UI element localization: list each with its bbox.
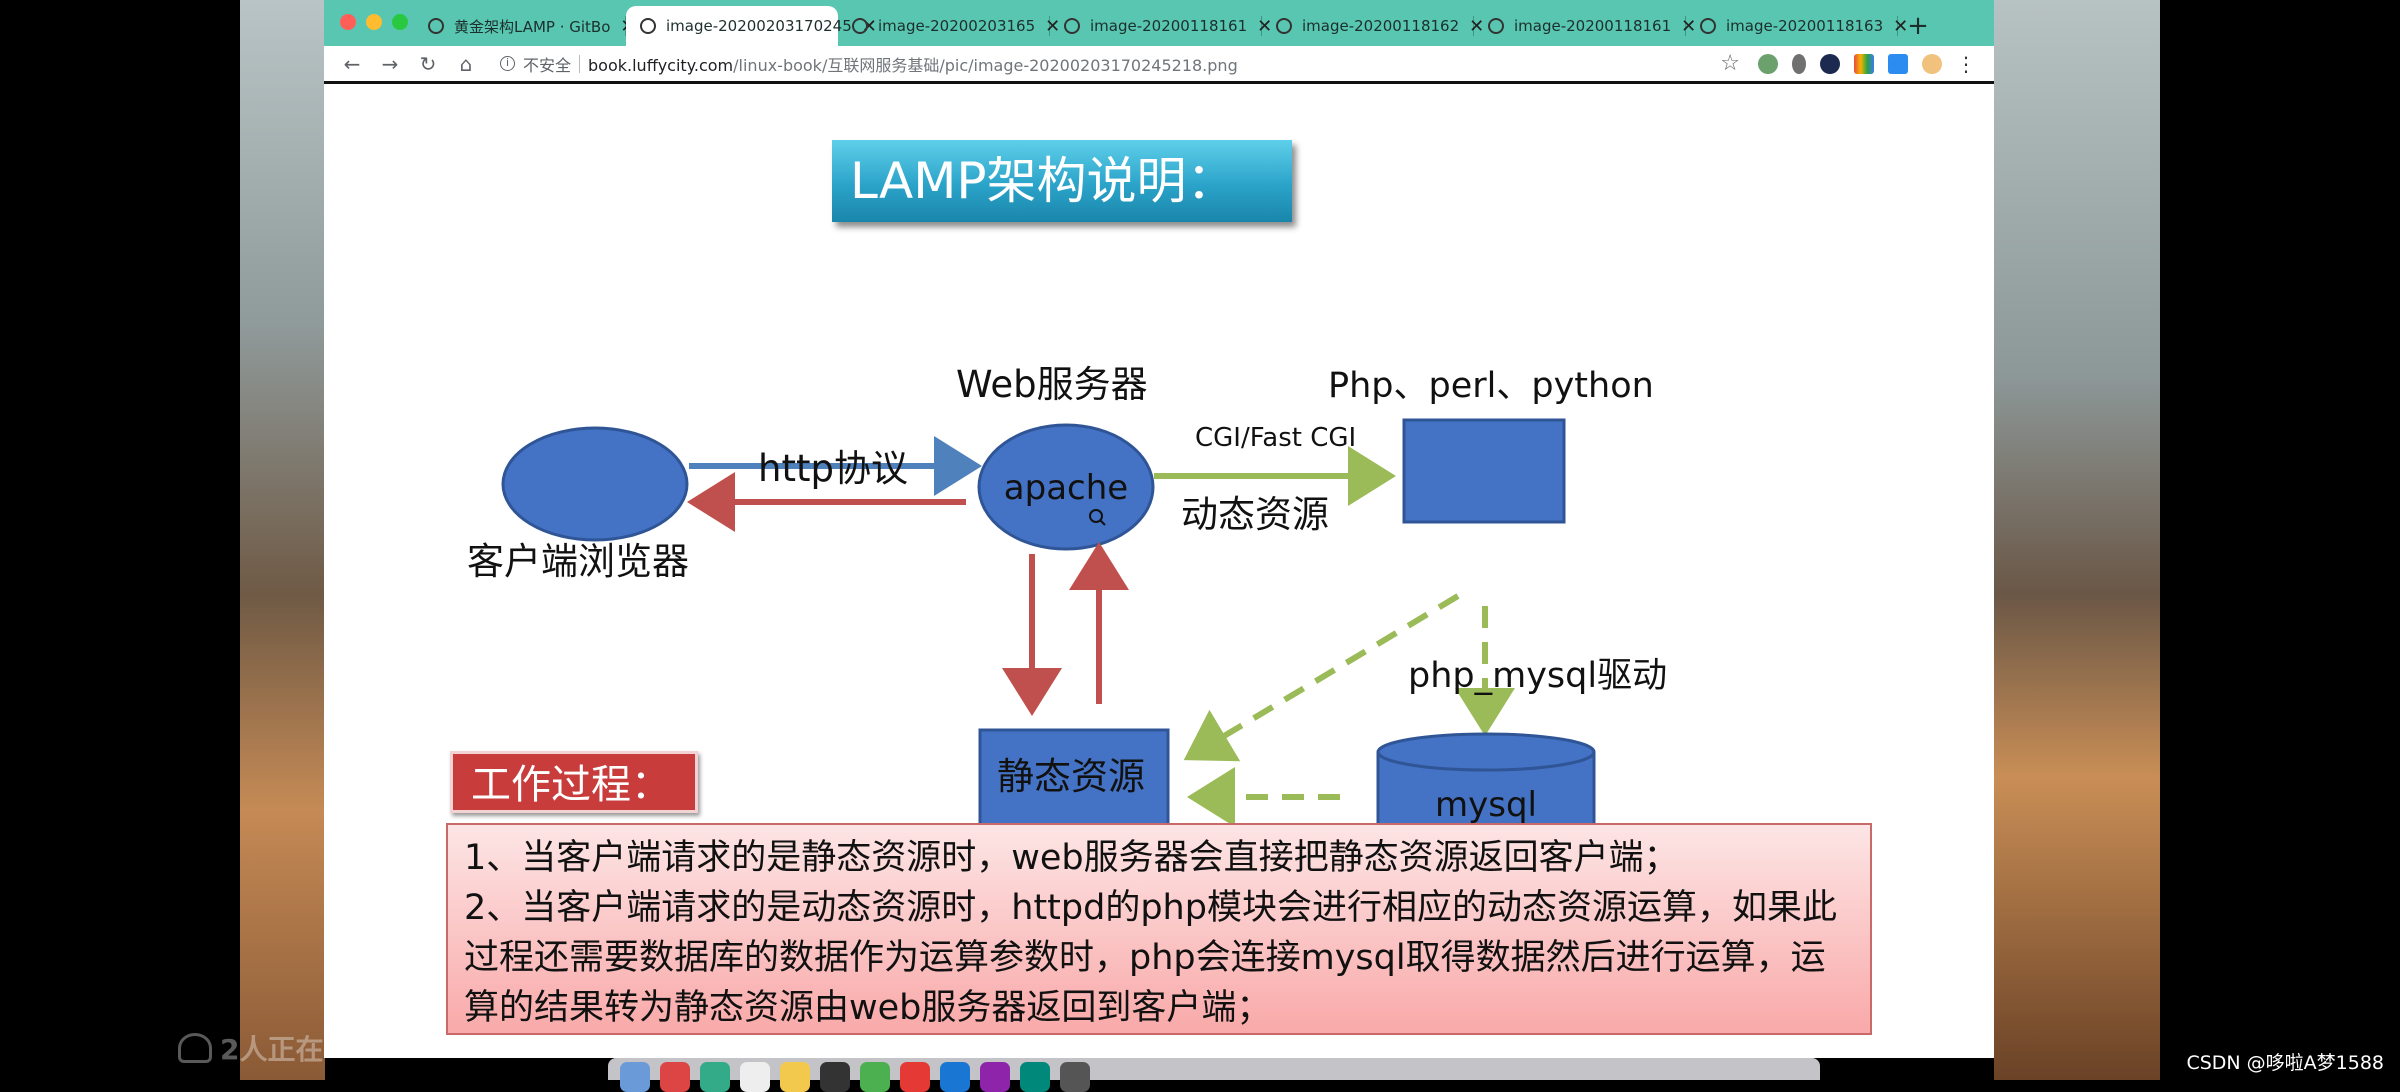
close-tab-icon[interactable]: ✕ [1469,15,1485,37]
browser-menu-icon[interactable]: ⋮ [1956,51,1976,76]
tab-title: image-20200118161 [1514,17,1672,35]
dock-app-icon[interactable] [1060,1062,1090,1092]
dynamic-label: 动态资源 [1181,493,1329,536]
viewer-count-watermark: 2人正在 [178,1028,323,1068]
browser-tab[interactable]: image-20200118161 ✕ [1050,6,1272,46]
url-separator [579,54,581,73]
tab-title: image-20200118163 [1726,17,1884,35]
minimize-window-button[interactable] [366,14,382,30]
globe-icon [1488,18,1504,34]
apache-label: apache [1004,468,1128,508]
description-line-2: 2、当客户端请求的是动态资源时，httpd的php模块会进行相应的动态资源运算，… [464,888,1837,1028]
macos-dock [608,1058,1820,1092]
client-browser-node [501,426,689,542]
dock-app-icon[interactable] [860,1062,890,1092]
description-line-1: 1、当客户端请求的是静态资源时，web服务器会直接把静态资源返回客户端； [464,838,1679,878]
url-text[interactable]: book.luffycity.com/linux-book/互联网服务基础/pi… [588,55,1238,75]
new-tab-button[interactable]: + [1907,11,1929,41]
reload-button[interactable]: ↻ [419,51,437,76]
globe-icon [428,18,444,34]
address-bar[interactable]: i 不安全 book.luffycity.com/linux-book/互联网服… [488,49,1752,79]
close-tab-icon[interactable]: ✕ [1045,15,1061,37]
languages-label: Php、perl、python [1328,366,1654,406]
static-label: 静态资源 [997,755,1145,798]
browser-tab[interactable]: image-20200203170245✕ [626,6,877,46]
tab-title: image-20200203165 [878,17,1036,35]
close-tab-icon[interactable]: ✕ [1681,15,1697,37]
dock-app-icon[interactable] [900,1062,930,1092]
cgi-label: CGI/Fast CGI [1195,423,1356,453]
back-button[interactable]: ← [343,51,361,76]
dock-app-icon[interactable] [780,1062,810,1092]
profile-avatar-icon[interactable] [1922,53,1942,74]
window-controls [340,14,408,30]
browser-tab[interactable]: image-20200118163 ✕ [1686,6,1908,46]
web-server-label: Web服务器 [956,363,1148,406]
dock-app-icon[interactable] [820,1062,850,1092]
forward-button[interactable]: → [381,51,399,76]
mysql-cylinder-top [1376,732,1596,772]
browser-window: 黄金架构LAMP · GitBo✕image-20200203170245✕im… [324,0,1994,1058]
bookmark-star-icon[interactable]: ☆ [1720,51,1740,76]
slide-title: LAMP架构说明： [832,140,1292,222]
zoom-window-button[interactable] [392,14,408,30]
browser-tab[interactable]: image-20200118162 ✕ [1262,6,1484,46]
desktop-wallpaper-left [240,0,325,1080]
dock-app-icon[interactable] [980,1062,1010,1092]
extension-icon-3[interactable] [1820,53,1840,74]
close-tab-icon[interactable]: ✕ [1257,15,1273,37]
description-box: 1、当客户端请求的是静态资源时，web服务器会直接把静态资源返回客户端； 2、当… [446,823,1872,1035]
close-window-button[interactable] [340,14,356,30]
home-button[interactable]: ⌂ [459,51,473,76]
apache-node [977,423,1155,551]
security-label: 不安全 [523,55,572,75]
work-process-label: 工作过程： [450,751,698,813]
driver-label: php_mysql驱动 [1408,656,1667,696]
tab-title: 黄金架构LAMP · GitBo [454,17,611,36]
dock-app-icon[interactable] [1020,1062,1050,1092]
csdn-credit: CSDN @哆啦A梦1588 [2186,1052,2384,1074]
bulb-icon[interactable] [1792,53,1806,74]
client-label: 客户端浏览器 [467,540,689,583]
tab-strip: 黄金架构LAMP · GitBo✕image-20200203170245✕im… [414,6,1938,46]
mouse-cursor-icon [1089,509,1106,526]
browser-toolbar: ← → ↻ ⌂ i 不安全 book.luffycity.com/linux-b… [324,46,1994,84]
dock-app-icon[interactable] [660,1062,690,1092]
info-icon[interactable]: i [500,56,515,71]
browser-tab[interactable]: 黄金架构LAMP · GitBo✕ [414,6,636,46]
dock-app-icon[interactable] [700,1062,730,1092]
tab-title: image-20200118161 [1090,17,1248,35]
people-icon [178,1033,212,1063]
extension-icon-1[interactable] [1758,53,1778,74]
extensions: ⋮ [1758,52,1982,76]
tab-title: image-20200203170245 [666,17,852,35]
extension-icon-5[interactable] [1888,53,1908,74]
globe-icon [1276,18,1292,34]
globe-icon [1064,18,1080,34]
tab-bar: 黄金架构LAMP · GitBo✕image-20200203170245✕im… [324,0,1994,46]
image-viewport: LAMP架构说明： Web服务器 Php、perl、python 客户端浏览器 [324,84,1994,1058]
lamp-diagram: Web服务器 Php、perl、python 客户端浏览器 http协议 apa… [467,363,1667,844]
static-resource-node [978,728,1170,834]
php-to-static-arrow [1183,593,1460,762]
php-module-node [1402,418,1566,524]
globe-icon [852,18,868,34]
globe-icon [1700,18,1716,34]
tab-title: image-20200118162 [1302,17,1460,35]
mysql-label: mysql [1435,785,1537,825]
browser-tab[interactable]: image-20200203165 ✕ [838,6,1060,46]
http-label: http协议 [758,447,908,490]
browser-tab[interactable]: image-20200118161 ✕ [1474,6,1696,46]
dock-app-icon[interactable] [620,1062,650,1092]
dock-app-icon[interactable] [740,1062,770,1092]
close-tab-icon[interactable]: ✕ [1893,15,1909,37]
extension-icon-4[interactable] [1854,53,1874,74]
globe-icon [640,18,656,34]
dock-app-icon[interactable] [940,1062,970,1092]
desktop-wallpaper-right [1994,0,2160,1080]
